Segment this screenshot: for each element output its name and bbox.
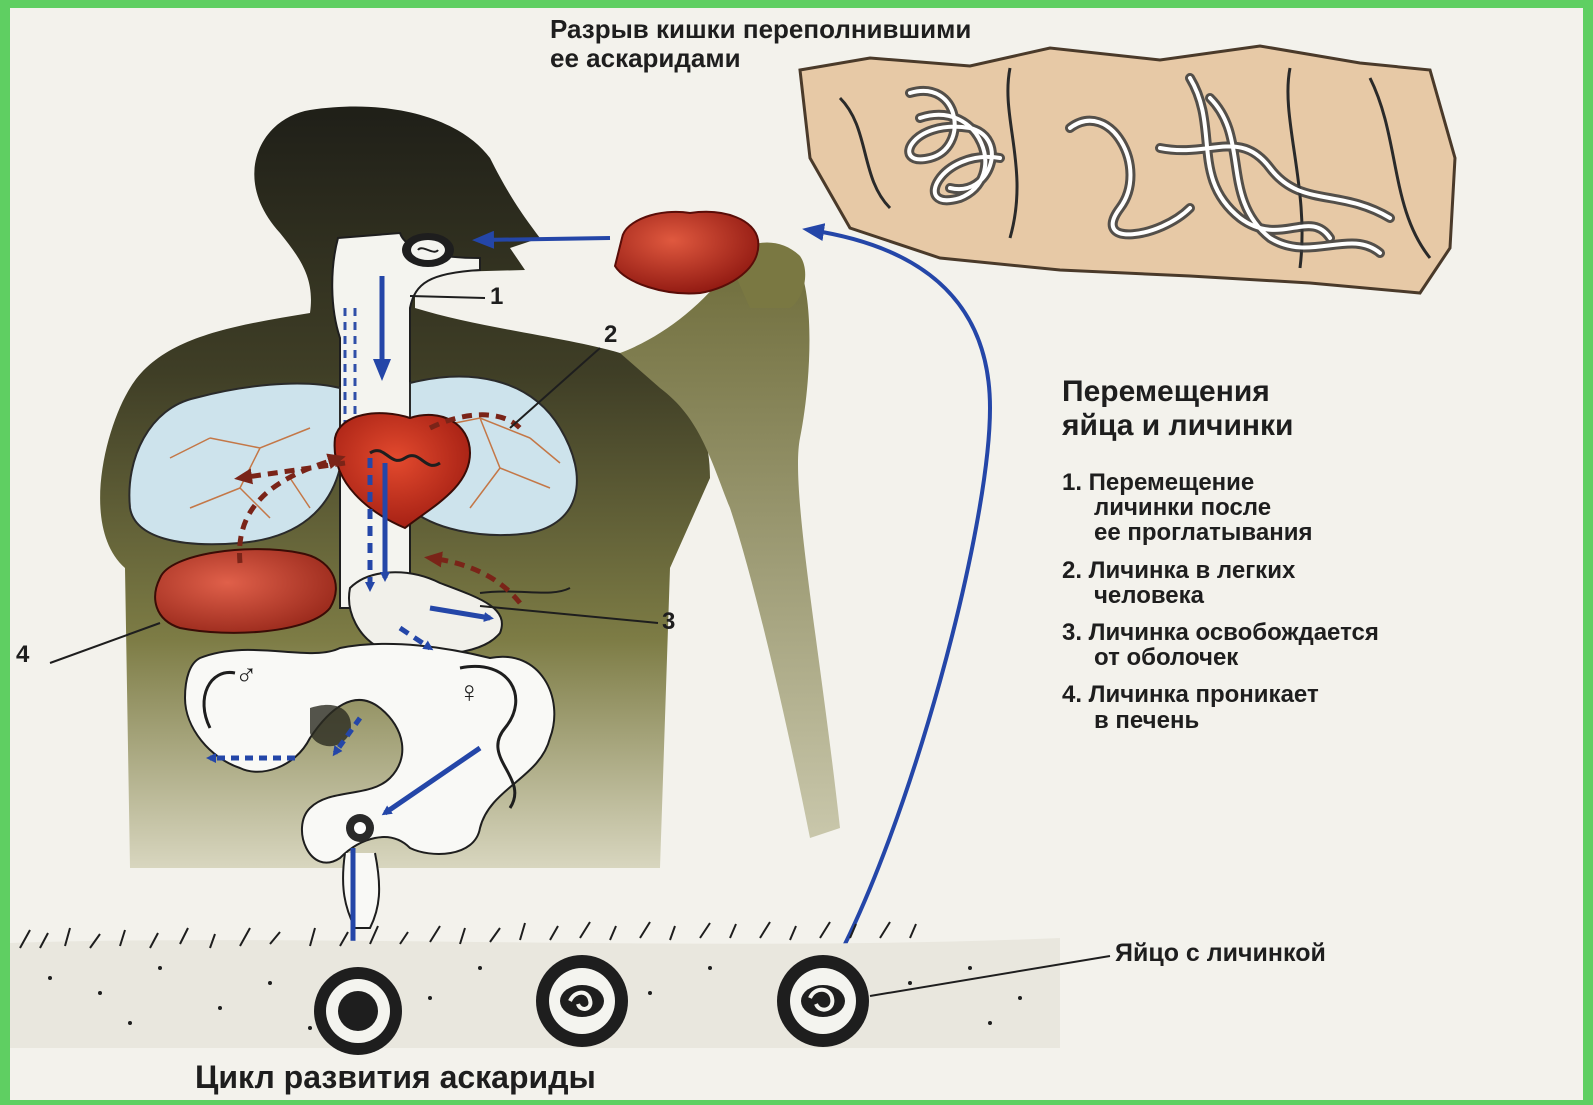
legend-title-line2: яйца и личинки	[1062, 410, 1294, 442]
legend-item-2: 2. Личинка в легких человека	[1062, 558, 1379, 608]
marker-3: 3	[662, 608, 675, 636]
marker-4: 4	[16, 641, 29, 669]
cycle-caption: Цикл развития аскариды	[195, 1061, 596, 1095]
legend-item-4: 4. Личинка проникает в печень	[1062, 682, 1379, 732]
legend-title: Перемещения яйца и личинки	[1062, 376, 1294, 443]
rupture-caption: Разрыв кишки переполнившими ее аскаридам…	[550, 16, 971, 75]
legend-item-1: 1. Перемещение личинки после ее проглаты…	[1062, 470, 1379, 546]
marker-1: 1	[490, 283, 503, 311]
egg-3	[777, 955, 869, 1047]
egg-2	[536, 955, 628, 1047]
diagram-frame: Разрыв кишки переполнившими ее аскаридам…	[10, 8, 1583, 1100]
egg-1	[314, 967, 402, 1055]
marker-2: 2	[604, 321, 617, 349]
liver	[155, 549, 336, 633]
male-symbol: ♂	[235, 658, 258, 692]
female-symbol: ♀	[458, 676, 481, 710]
soil	[10, 922, 1060, 1048]
egg-label: Яйцо с личинкой	[1115, 940, 1326, 966]
rupture-caption-line1: Разрыв кишки переполнившими	[550, 16, 971, 43]
rupture-caption-line2: ее аскаридами	[550, 45, 971, 72]
legend-list: 1. Перемещение личинки после ее проглаты…	[1062, 470, 1379, 745]
legend-title-line1: Перемещения	[1062, 376, 1294, 408]
legend-item-3: 3. Личинка освобождается от оболочек	[1062, 620, 1379, 670]
swallowed-egg	[402, 233, 454, 267]
